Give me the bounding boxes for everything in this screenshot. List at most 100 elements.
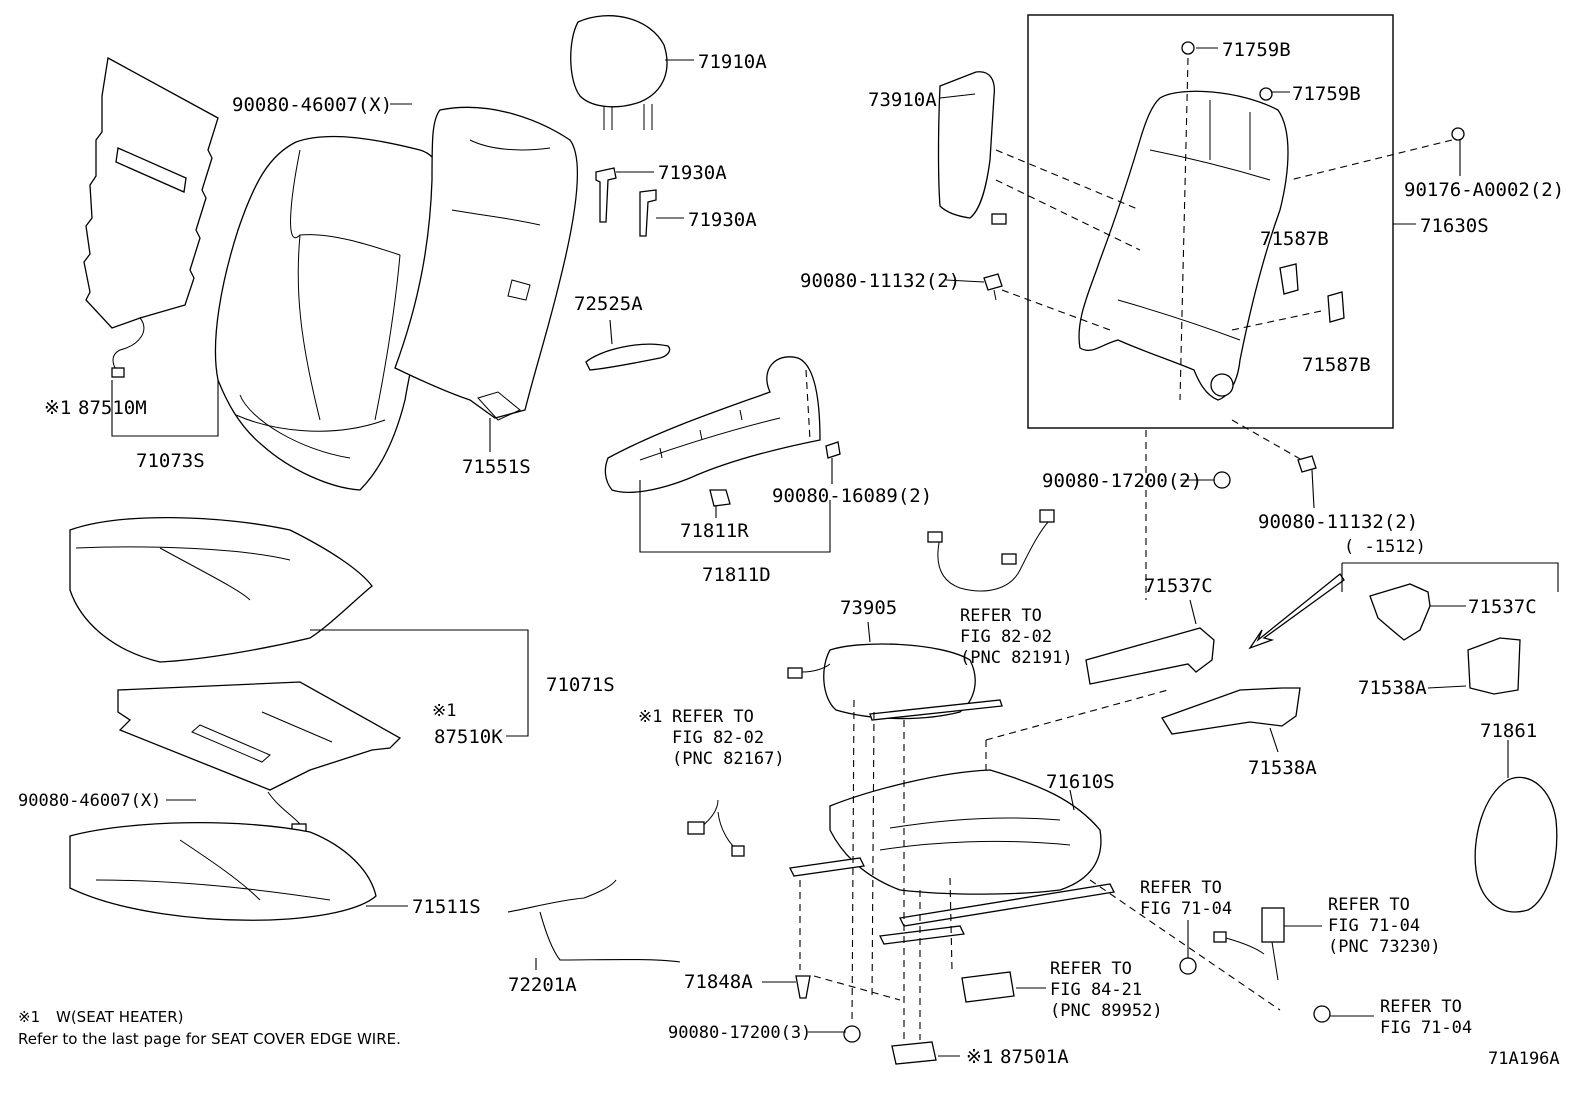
grommet-1: [1181, 41, 1195, 55]
footnote-edge-wire: Refer to the last page for SEAT COVER ED…: [18, 1030, 401, 1048]
footnote-heater: W(SEAT HEATER): [56, 1008, 183, 1026]
label-73910A: 73910A: [868, 89, 937, 111]
diagram-code: 71A196A: [1488, 1049, 1560, 1069]
label-71587B-2: 71587B: [1302, 354, 1371, 376]
bolt-bottom-right: [1297, 455, 1317, 473]
grommet-3: [1451, 127, 1465, 141]
recliner-handle: [585, 343, 671, 371]
leader-lines: [111, 47, 1559, 1057]
label-90080-17200-b: 90080-17200(3): [668, 1023, 811, 1043]
track-cover-right: [1161, 687, 1301, 735]
label-90176-A0002: 90176-A0002(2): [1404, 179, 1564, 201]
label-71511S: 71511S: [412, 896, 481, 918]
svg-text:FIG 71-04: FIG 71-04: [1140, 899, 1232, 919]
bolt-top-left: [983, 273, 1003, 301]
seat-belt-buckle: [1213, 907, 1285, 981]
label-71538A-1: 71538A: [1358, 677, 1427, 699]
shield-clip: [709, 489, 731, 507]
seat-cushion-insert: [787, 643, 1003, 721]
nut-bottom-right: [1313, 1005, 1331, 1023]
label-71071S: 71071S: [546, 674, 615, 696]
ref-block-82167: ※1 REFER TO FIG 82-02 (PNC 82167): [638, 707, 785, 769]
svg-text:(PNC 89952): (PNC 89952): [1050, 1001, 1163, 1021]
seat-side-shield: [604, 356, 821, 493]
label-87501A-mark: ※1: [966, 1046, 993, 1068]
label-71910A: 71910A: [698, 51, 767, 73]
svg-text:(PNC 82167): (PNC 82167): [672, 749, 785, 769]
svg-text:※1: ※1: [638, 707, 662, 727]
grommet-bottom: [1179, 957, 1197, 975]
wire-harness-82191: [927, 509, 1055, 592]
seatback-cover: [214, 135, 443, 491]
label-71759B-2: 71759B: [1292, 83, 1361, 105]
svg-text:(PNC 82191): (PNC 82191): [960, 648, 1073, 668]
sensor-connector: [961, 971, 1015, 1003]
footnotes: ※1 W(SEAT HEATER) Refer to the last page…: [18, 1008, 401, 1048]
svg-text:FIG 84-21: FIG 84-21: [1050, 980, 1142, 1000]
label-71610S: 71610S: [1046, 771, 1115, 793]
svg-text:REFER TO: REFER TO: [672, 707, 754, 727]
ref-block-7104-b: REFER TO FIG 71-04: [1380, 997, 1472, 1038]
seatback-pad: [394, 106, 579, 421]
label-73905: 73905: [840, 597, 897, 619]
seatback-heater-sheet: [83, 56, 219, 378]
footnote-mark: ※1: [18, 1008, 40, 1026]
label-90080-46007-mid: 90080-46007(X): [18, 791, 161, 811]
direction-arrow: [1248, 573, 1345, 650]
label-87501A: 87501A: [1000, 1046, 1069, 1068]
ref-block-73230: REFER TO FIG 71-04 (PNC 73230): [1328, 895, 1441, 957]
nut-frame: [1213, 471, 1231, 489]
headrest: [570, 15, 668, 130]
wire-harness-82167: [687, 799, 745, 857]
svg-text:FIG 82-02: FIG 82-02: [672, 728, 764, 748]
label-87510M-mark: ※1: [44, 397, 71, 419]
ref-block-7104-a: REFER TO FIG 71-04: [1140, 878, 1232, 919]
seat-cushion-heater: [117, 681, 402, 835]
seat-wire: [507, 879, 681, 963]
ref-block-82191: REFER TO FIG 82-02 (PNC 82191): [960, 606, 1073, 668]
label-87510K: 87510K: [434, 726, 503, 748]
label-90080-16089: 90080-16089(2): [772, 485, 932, 507]
svg-text:REFER TO: REFER TO: [1050, 959, 1132, 979]
track-cover-left: [1085, 627, 1215, 685]
label-87510K-mark: ※1: [432, 701, 456, 721]
label-71538A-2: 71538A: [1248, 757, 1317, 779]
svg-text:REFER TO: REFER TO: [1380, 997, 1462, 1017]
label-90080-11132-a: 90080-11132(2): [800, 270, 960, 292]
svg-text:REFER TO: REFER TO: [1140, 878, 1222, 898]
svg-text:(PNC 73230): (PNC 73230): [1328, 937, 1441, 957]
frame-bracket-1: [1279, 263, 1299, 295]
label-71861: 71861: [1480, 720, 1537, 742]
grommet-2: [1259, 87, 1273, 101]
seatback-frame-box: [1027, 14, 1394, 429]
label-71537C-2: 71537C: [1468, 596, 1537, 618]
seat-adjuster-frame: [789, 769, 1115, 945]
side-airbag: [937, 71, 1007, 225]
label-71759B-1: 71759B: [1222, 39, 1291, 61]
label-72525A: 72525A: [574, 293, 643, 315]
seat-cushion-cover: [69, 516, 373, 663]
occupant-sensor-87501a: [891, 1041, 937, 1065]
svg-text:FIG 82-02: FIG 82-02: [960, 627, 1052, 647]
label-71587B-1: 71587B: [1260, 228, 1329, 250]
bolt-shield: [825, 441, 841, 459]
label-71930A-2: 71930A: [688, 209, 757, 231]
label-71630S: 71630S: [1420, 215, 1489, 237]
nut-bottom-center: [843, 1025, 861, 1043]
svg-text:REFER TO: REFER TO: [1328, 895, 1410, 915]
label-71073S: 71073S: [136, 450, 205, 472]
label-90080-17200-a: 90080-17200(2): [1042, 470, 1202, 492]
track-cover-variant-1: [1369, 583, 1431, 641]
label-71551S: 71551S: [462, 456, 531, 478]
frame-bracket-2: [1327, 291, 1345, 323]
label-range: ( -1512): [1344, 537, 1426, 557]
label-71848A: 71848A: [684, 971, 753, 993]
seatback-frame: [1078, 90, 1289, 401]
svg-text:FIG 71-04: FIG 71-04: [1380, 1018, 1472, 1038]
assembly-dash-lines: [799, 57, 1453, 1040]
label-90080-46007-top: 90080-46007(X): [232, 94, 392, 116]
clip-71848a: [795, 975, 811, 999]
label-71930A-1: 71930A: [658, 162, 727, 184]
svg-text:FIG 71-04: FIG 71-04: [1328, 916, 1420, 936]
label-71811R: 71811R: [680, 520, 749, 542]
